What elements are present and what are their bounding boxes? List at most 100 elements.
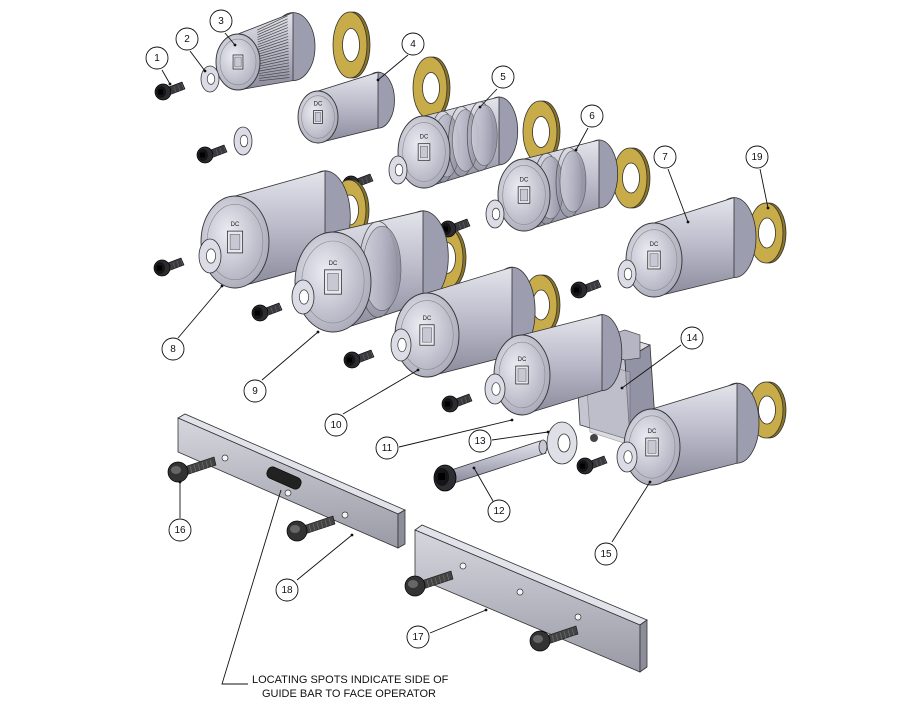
callout-number: 9 bbox=[252, 386, 258, 397]
thrust-washer-c bbox=[612, 147, 651, 209]
callout-number: 18 bbox=[281, 585, 293, 596]
washer-h bbox=[484, 373, 506, 405]
ball-plunger-16-a bbox=[167, 456, 217, 483]
bolt-e bbox=[153, 257, 185, 277]
leader-line-5 bbox=[479, 88, 498, 108]
callout-number: 19 bbox=[751, 152, 763, 163]
callout-5: 5 bbox=[491, 65, 515, 89]
callout-6: 6 bbox=[580, 104, 604, 128]
roller-4: DC bbox=[297, 71, 395, 144]
leader-line-18 bbox=[296, 534, 353, 581]
guide-block-14 bbox=[574, 329, 656, 446]
bolt-g bbox=[343, 349, 375, 369]
leader-line-1 bbox=[161, 69, 171, 85]
roller-15: DC bbox=[623, 382, 760, 486]
callout-3: 3 bbox=[209, 9, 233, 33]
bolt-i bbox=[576, 455, 608, 475]
leader-line-14 bbox=[621, 344, 682, 389]
thrust-washer-top bbox=[332, 11, 371, 79]
bolt-f bbox=[251, 302, 283, 322]
roller-6: DC bbox=[497, 139, 619, 232]
ball-plunger-16-b bbox=[286, 515, 336, 542]
roller-10: DC bbox=[394, 266, 536, 378]
callout-number: 16 bbox=[174, 525, 186, 536]
washer-f bbox=[291, 279, 315, 315]
leader-line-11 bbox=[398, 419, 513, 448]
bolt-h bbox=[441, 393, 473, 413]
thrust-washer-b bbox=[522, 100, 561, 164]
callout-7: 7 bbox=[653, 145, 677, 169]
callout-9: 9 bbox=[243, 379, 267, 403]
pin-12 bbox=[433, 439, 548, 492]
washer-13 bbox=[546, 421, 578, 465]
roller-mark: DC bbox=[648, 429, 657, 435]
roller-7: DC bbox=[625, 197, 757, 298]
guide-bar-upper bbox=[177, 413, 406, 549]
washer-i bbox=[616, 441, 638, 473]
roller-9: DC bbox=[294, 210, 449, 333]
leader-line-12 bbox=[473, 467, 494, 502]
roller-mark: DC bbox=[650, 242, 659, 248]
callout-16: 16 bbox=[168, 518, 192, 542]
thrust-washer-19 bbox=[748, 202, 787, 264]
callout-8: 8 bbox=[161, 337, 185, 361]
callout-number: 13 bbox=[474, 436, 486, 447]
note-locating-spots: LOCATING SPOTS INDICATE SIDE OF GUIDE BA… bbox=[221, 489, 449, 700]
bolt-d bbox=[570, 279, 602, 299]
leader-line-4 bbox=[377, 54, 409, 81]
roller-mark: DC bbox=[423, 316, 432, 322]
callout-number: 7 bbox=[662, 152, 668, 163]
washer-d bbox=[617, 259, 637, 289]
roller-mark: DC bbox=[329, 261, 338, 267]
note-line-2: GUIDE BAR TO FACE OPERATOR bbox=[262, 688, 436, 700]
callout-19: 19 bbox=[745, 145, 769, 169]
bolt-a bbox=[196, 144, 228, 164]
locating-spot-icon bbox=[266, 466, 302, 490]
thrust-washer-a bbox=[412, 56, 451, 120]
callout-11: 11 bbox=[375, 436, 399, 460]
callout-4: 4 bbox=[401, 32, 425, 56]
bolt-1 bbox=[154, 81, 186, 101]
callout-number: 11 bbox=[382, 443, 393, 454]
guide-bar-lower bbox=[414, 524, 648, 673]
roller-5: DC bbox=[397, 96, 519, 189]
washer-c bbox=[485, 199, 505, 229]
leader-line-17 bbox=[429, 609, 487, 634]
callout-14: 14 bbox=[680, 326, 704, 350]
leader-line-3 bbox=[224, 32, 236, 46]
callout-number: 8 bbox=[170, 344, 176, 355]
callout-15: 15 bbox=[594, 542, 618, 566]
leader-line-9 bbox=[261, 331, 319, 381]
ball-plunger-16-d bbox=[529, 625, 579, 652]
leader-line-2 bbox=[189, 50, 206, 72]
callout-2: 2 bbox=[175, 27, 199, 51]
callout-number: 4 bbox=[410, 39, 416, 50]
leader-line-15 bbox=[611, 481, 651, 543]
roller-3 bbox=[215, 12, 316, 91]
callout-number: 12 bbox=[493, 506, 505, 517]
callout-number: 5 bbox=[500, 72, 506, 83]
callout-number: 3 bbox=[218, 16, 224, 27]
roller-11: DC bbox=[493, 314, 623, 416]
roller-mark: DC bbox=[231, 222, 240, 228]
callout-number: 17 bbox=[412, 632, 424, 643]
leader-line-19 bbox=[759, 168, 769, 209]
callout-number: 1 bbox=[154, 53, 160, 64]
callout-13: 13 bbox=[468, 429, 492, 453]
callout-1: 1 bbox=[145, 46, 169, 70]
callout-10: 10 bbox=[324, 413, 348, 437]
washer-g bbox=[390, 328, 412, 362]
washer-a bbox=[233, 126, 253, 156]
washer-e bbox=[198, 238, 222, 274]
roller-mark: DC bbox=[520, 178, 529, 184]
callout-18: 18 bbox=[275, 578, 299, 602]
callout-12: 12 bbox=[487, 499, 511, 523]
leader-line-10 bbox=[342, 369, 419, 415]
leader-line-7 bbox=[667, 168, 689, 223]
roller-mark: DC bbox=[420, 135, 429, 141]
washer-2 bbox=[200, 65, 220, 93]
note-line-1: LOCATING SPOTS INDICATE SIDE OF bbox=[252, 674, 449, 686]
ball-plunger-16-c bbox=[404, 570, 454, 597]
